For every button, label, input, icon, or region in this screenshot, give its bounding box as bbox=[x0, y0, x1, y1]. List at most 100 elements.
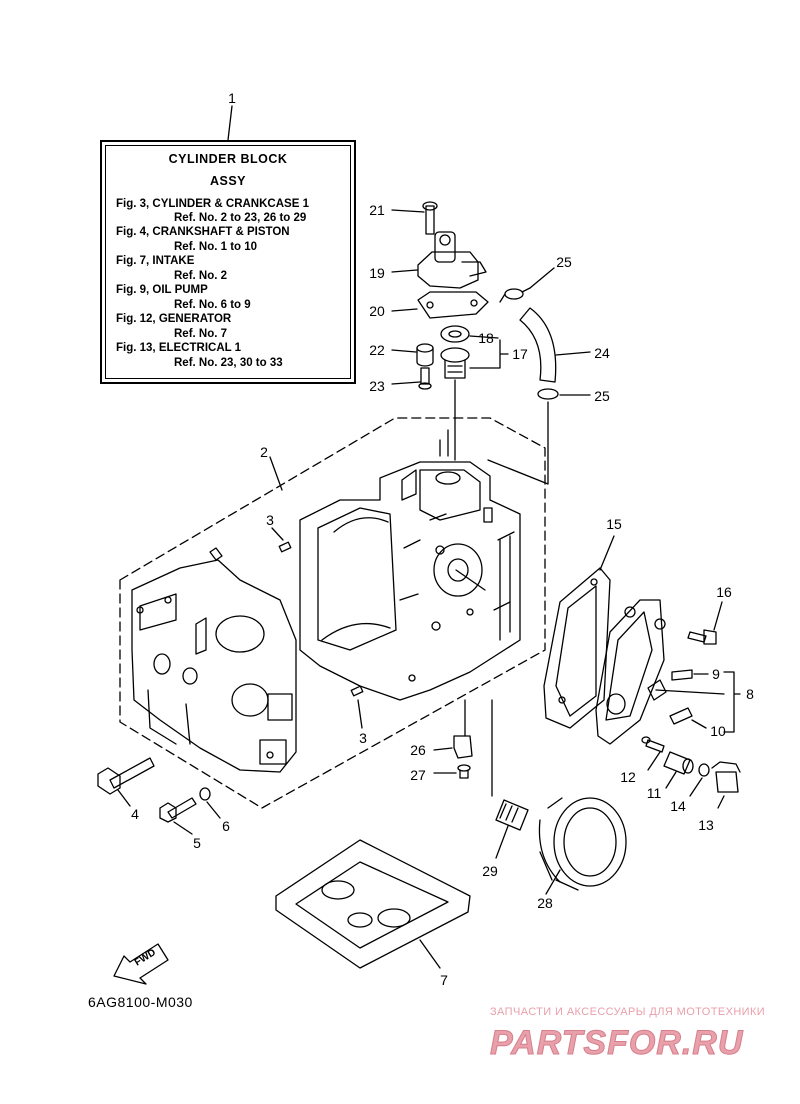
callout-25: 25 bbox=[556, 254, 572, 270]
assy-ref-line: Ref. No. 23, 30 to 33 bbox=[174, 357, 283, 369]
leader-line bbox=[655, 689, 725, 695]
leader-line bbox=[117, 789, 131, 807]
forward-arrow-icon bbox=[113, 943, 169, 985]
dowel-pin-part bbox=[350, 685, 364, 697]
hose-clip-part bbox=[499, 287, 531, 303]
bolt-part bbox=[687, 629, 717, 645]
assy-ref-line: Ref. No. 6 to 9 bbox=[174, 299, 251, 311]
bracket-part bbox=[453, 735, 473, 759]
cover-gasket-part bbox=[543, 567, 611, 729]
leader-line bbox=[419, 939, 441, 969]
leader-line bbox=[269, 456, 283, 491]
leader-line bbox=[391, 269, 418, 273]
callout-18: 18 bbox=[478, 330, 494, 346]
cylinder-block-part bbox=[299, 429, 521, 701]
leader-line bbox=[665, 771, 677, 789]
leader-line bbox=[723, 671, 741, 733]
bolt-part bbox=[97, 757, 155, 795]
callout-15: 15 bbox=[606, 516, 622, 532]
leader-line bbox=[391, 349, 417, 353]
oil-filter-fitting-part bbox=[495, 799, 529, 831]
assy-fig-line: Fig. 12, GENERATOR bbox=[116, 313, 232, 325]
assy-fig-line: Fig. 3, CYLINDER & CRANKCASE 1 bbox=[116, 198, 309, 210]
callout-8: 8 bbox=[746, 686, 754, 702]
callout-5: 5 bbox=[193, 835, 201, 851]
callout-17: 17 bbox=[512, 346, 528, 362]
assy-subtitle: ASSY bbox=[209, 174, 247, 188]
leader-line bbox=[691, 719, 707, 729]
washer-part bbox=[199, 787, 211, 801]
fitting-part bbox=[671, 669, 693, 681]
callout-20: 20 bbox=[369, 303, 385, 319]
thermostat-part bbox=[440, 347, 470, 379]
assembly-dashed-outline bbox=[119, 417, 546, 809]
screw-part bbox=[457, 764, 471, 779]
watermark-logo-text: PARTSFOR.RU bbox=[490, 1024, 744, 1062]
callout-1: 1 bbox=[228, 90, 236, 106]
callout-25: 25 bbox=[594, 388, 610, 404]
watermark-logo: PARTSFOR.RU bbox=[490, 1024, 744, 1063]
bolt-part bbox=[159, 797, 197, 823]
leader-line bbox=[206, 801, 221, 819]
dowel-pin-part bbox=[278, 541, 292, 553]
leader-line bbox=[433, 747, 453, 751]
leader-line bbox=[529, 267, 555, 289]
leader-line bbox=[469, 339, 509, 369]
collar-part bbox=[416, 343, 434, 367]
leader-line bbox=[227, 105, 233, 141]
hose-part bbox=[519, 307, 557, 383]
bolt-part bbox=[418, 367, 432, 390]
assy-fig-line: Fig. 13, ELECTRICAL 1 bbox=[116, 342, 242, 354]
callout-23: 23 bbox=[369, 378, 385, 394]
callout-12: 12 bbox=[620, 769, 636, 785]
assy-reference-box: CYLINDER BLOCK ASSY Fig. 3, CYLINDER & C… bbox=[100, 140, 356, 384]
thermostat-cover-part bbox=[417, 201, 487, 289]
crankcase-part bbox=[131, 547, 297, 773]
oil-filter-part bbox=[538, 797, 627, 891]
callout-22: 22 bbox=[369, 342, 385, 358]
callout-28: 28 bbox=[537, 895, 553, 911]
o-ring-part bbox=[698, 763, 710, 777]
leader-line bbox=[713, 601, 723, 631]
leader-line bbox=[391, 381, 421, 385]
leader-line bbox=[271, 527, 284, 541]
callout-26: 26 bbox=[410, 742, 426, 758]
leader-line bbox=[391, 209, 425, 213]
callout-16: 16 bbox=[716, 584, 732, 600]
leader-line bbox=[555, 351, 591, 356]
drain-plug-part bbox=[711, 761, 741, 793]
leader-line bbox=[391, 308, 418, 312]
callout-4: 4 bbox=[131, 806, 139, 822]
assy-ref-line: Ref. No. 7 bbox=[174, 328, 228, 340]
fitting-part bbox=[647, 679, 667, 701]
leader-line bbox=[599, 535, 615, 571]
callout-3: 3 bbox=[359, 730, 367, 746]
assy-ref-line: Ref. No. 2 to 23, 26 to 29 bbox=[174, 212, 307, 224]
assy-ref-line: Ref. No. 2 bbox=[174, 270, 228, 282]
plug-part bbox=[663, 751, 694, 775]
assy-fig-line: Fig. 9, OIL PUMP bbox=[116, 284, 208, 296]
leader-line bbox=[647, 751, 661, 771]
leader-line bbox=[173, 821, 193, 835]
leader-line bbox=[357, 699, 363, 729]
base-gasket-part bbox=[275, 839, 471, 969]
callout-9: 9 bbox=[712, 666, 720, 682]
callout-29: 29 bbox=[482, 863, 498, 879]
fitting-part bbox=[669, 707, 693, 725]
callout-19: 19 bbox=[369, 265, 385, 281]
leader-line bbox=[689, 777, 703, 797]
callout-7: 7 bbox=[440, 972, 448, 988]
callout-10: 10 bbox=[710, 723, 726, 739]
callout-2: 2 bbox=[260, 444, 268, 460]
watermark-tagline: ЗАПЧАСТИ И АКСЕССУАРЫ ДЛЯ МОТОТЕХНИКИ bbox=[490, 1006, 766, 1018]
assy-fig-line: Fig. 4, CRANKSHAFT & PISTON bbox=[116, 226, 290, 238]
callout-3: 3 bbox=[266, 512, 274, 528]
diagram-code: 6AG8100-M030 bbox=[88, 994, 193, 1010]
assy-fig-line: Fig. 7, INTAKE bbox=[116, 255, 195, 267]
leader-line bbox=[469, 335, 499, 339]
callout-6: 6 bbox=[222, 818, 230, 834]
leader-line bbox=[545, 869, 561, 895]
thermostat-seal-part bbox=[440, 325, 470, 343]
assy-title: CYLINDER BLOCK bbox=[168, 152, 288, 166]
gasket-part bbox=[417, 291, 489, 319]
